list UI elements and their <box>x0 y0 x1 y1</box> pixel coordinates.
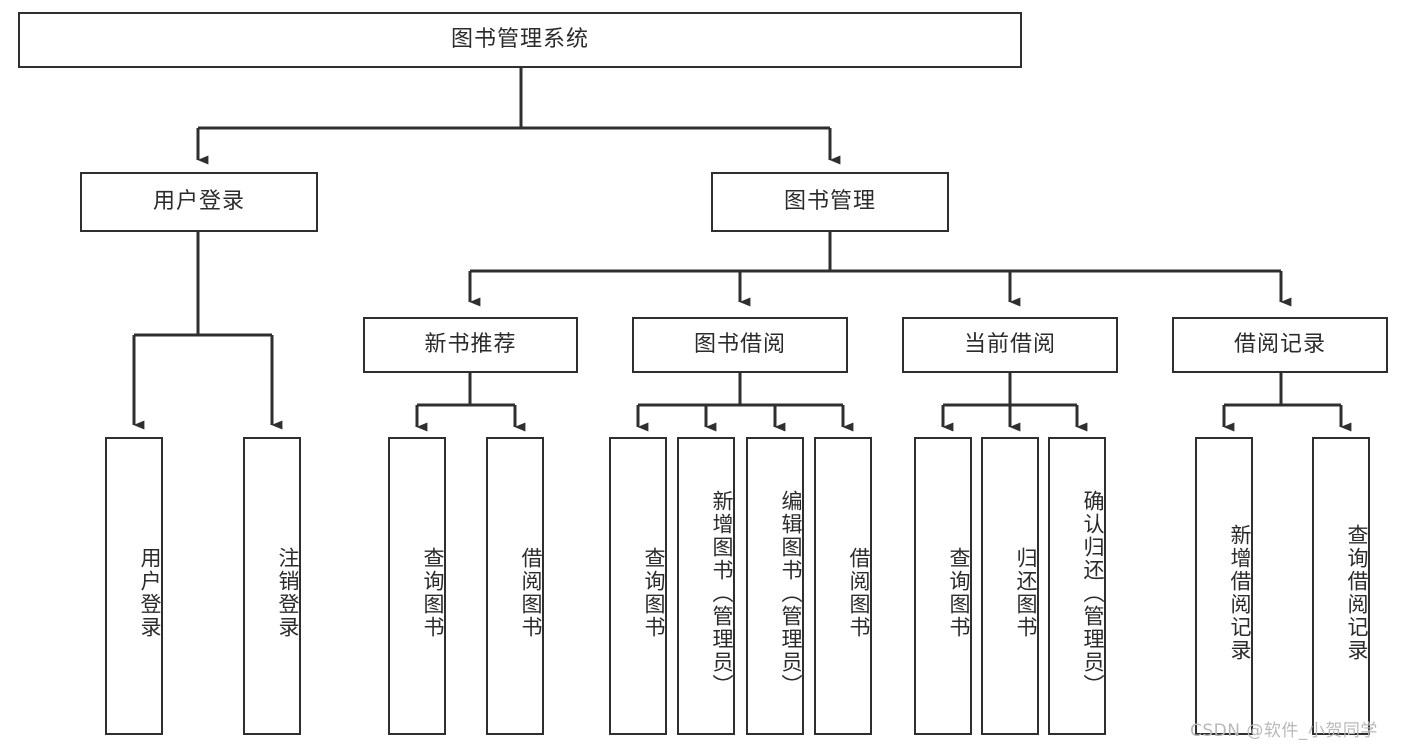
node-label: 编辑图书（管理员） <box>779 489 803 697</box>
node-label: 查询图书 <box>421 547 445 639</box>
node-leaf-query-book-current[interactable]: 查询图书 <box>914 437 972 735</box>
node-label: 用户登录 <box>138 547 162 639</box>
node-leaf-return-book[interactable]: 归还图书 <box>981 437 1039 735</box>
node-leaf-edit-book-admin[interactable]: 编辑图书（管理员） <box>746 437 804 735</box>
node-label: 用户登录 <box>152 188 245 214</box>
node-label: 借阅记录 <box>1233 331 1326 357</box>
node-new-book-recommend[interactable]: 新书推荐 <box>363 317 578 373</box>
node-label: 图书借阅 <box>693 331 786 357</box>
node-leaf-query-book-recommend[interactable]: 查询图书 <box>388 437 446 735</box>
node-label: 借阅图书 <box>519 547 543 639</box>
node-root-book-management-system[interactable]: 图书管理系统 <box>18 12 1022 68</box>
node-label: 新增借阅记录 <box>1228 524 1252 662</box>
node-label: 图书管理 <box>783 188 876 214</box>
node-label: 归还图书 <box>1014 547 1038 639</box>
node-leaf-confirm-return-admin[interactable]: 确认归还（管理员） <box>1048 437 1106 735</box>
node-label: 图书管理系统 <box>450 26 589 52</box>
node-leaf-add-book-admin[interactable]: 新增图书（管理员） <box>677 437 735 735</box>
node-user-login[interactable]: 用户登录 <box>80 172 318 232</box>
node-leaf-query-book-borrow[interactable]: 查询图书 <box>609 437 667 735</box>
node-label: 新增图书（管理员） <box>710 489 734 697</box>
node-label: 查询图书 <box>642 547 666 639</box>
node-leaf-user-login[interactable]: 用户登录 <box>105 437 163 735</box>
node-label: 当前借阅 <box>963 331 1056 357</box>
node-leaf-query-borrow-record[interactable]: 查询借阅记录 <box>1312 437 1370 735</box>
node-label: 新书推荐 <box>424 331 517 357</box>
node-label: 查询图书 <box>947 547 971 639</box>
node-label: 查询借阅记录 <box>1345 524 1369 662</box>
node-leaf-add-borrow-record[interactable]: 新增借阅记录 <box>1195 437 1253 735</box>
node-label: 借阅图书 <box>847 547 871 639</box>
node-book-management[interactable]: 图书管理 <box>711 172 949 232</box>
node-current-borrow[interactable]: 当前借阅 <box>902 317 1118 373</box>
node-leaf-logout[interactable]: 注销登录 <box>243 437 301 735</box>
node-leaf-borrow-book[interactable]: 借阅图书 <box>814 437 872 735</box>
node-borrow-record[interactable]: 借阅记录 <box>1172 317 1388 373</box>
node-label: 注销登录 <box>276 547 300 639</box>
node-label: 确认归还（管理员） <box>1081 489 1105 697</box>
node-book-borrow[interactable]: 图书借阅 <box>632 317 848 373</box>
node-leaf-borrow-book-recommend[interactable]: 借阅图书 <box>486 437 544 735</box>
